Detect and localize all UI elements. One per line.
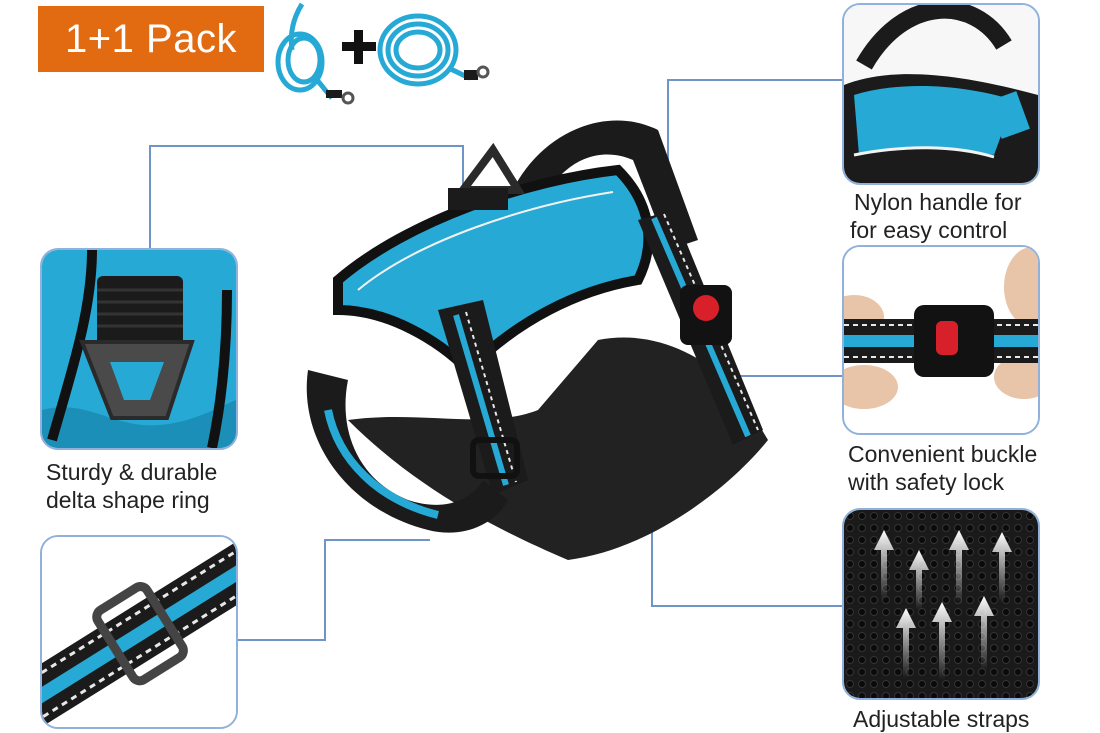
pack-badge: 1+1 Pack	[38, 6, 264, 72]
side-release-buckle-image	[844, 247, 1038, 433]
handle-caption: Nylon handle for for easy control	[850, 188, 1022, 244]
ring-closeup-panel	[40, 248, 238, 450]
ring-caption: Sturdy & durable delta shape ring	[46, 458, 217, 514]
leash-coil-icon	[377, 13, 490, 87]
buckle-caption-line2: with safety lock	[848, 469, 1004, 495]
mesh-caption-line1: Adjustable straps	[853, 706, 1030, 732]
leash-coil-icon	[275, 2, 355, 105]
ring-caption-line2: delta shape ring	[46, 487, 210, 513]
buckle-closeup-panel	[842, 245, 1040, 435]
slider-buckle-image	[42, 537, 236, 727]
delta-ring-image	[42, 250, 236, 448]
plus-icon	[342, 30, 376, 64]
handle-closeup-panel	[842, 3, 1040, 185]
harness-image	[306, 120, 768, 560]
leash-bundle	[275, 2, 490, 105]
handle-caption-line2: for easy control	[850, 217, 1008, 243]
slider-closeup-panel	[40, 535, 238, 729]
handle-closeup-image	[844, 5, 1038, 183]
buckle-caption: Convenient buckle with safety lock	[848, 440, 1037, 496]
handle-caption-line1: Nylon handle for	[854, 189, 1022, 215]
mesh-closeup-panel	[842, 508, 1040, 700]
mesh-arrows-image	[844, 510, 1038, 698]
ring-caption-line1: Sturdy & durable	[46, 459, 218, 485]
mesh-caption: Adjustable straps	[853, 705, 1029, 733]
buckle-caption-line1: Convenient buckle	[848, 441, 1038, 467]
